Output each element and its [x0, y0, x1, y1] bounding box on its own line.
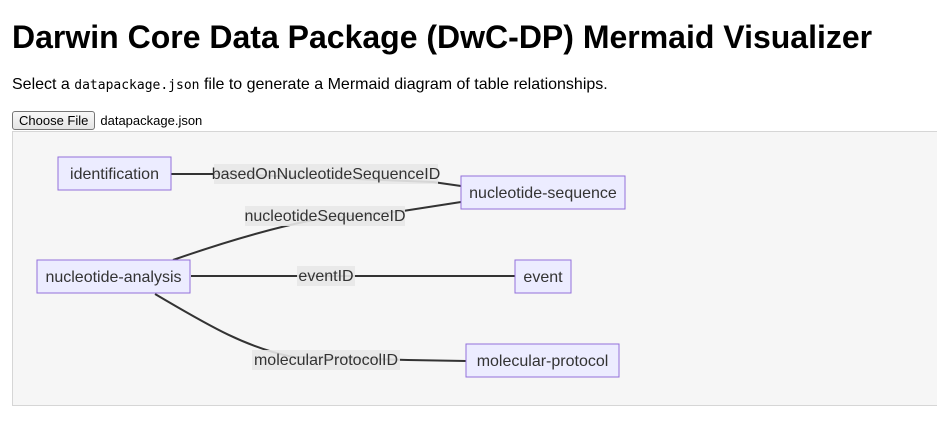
- edge-label-eventID: eventID: [297, 266, 355, 286]
- svg-text:basedOnNucleotideSequenceID: basedOnNucleotideSequenceID: [212, 166, 441, 183]
- svg-text:nucleotide-sequence: nucleotide-sequence: [469, 185, 617, 202]
- svg-text:nucleotide-analysis: nucleotide-analysis: [45, 269, 181, 286]
- intro-suffix: file to generate a Mermaid diagram of ta…: [199, 76, 608, 93]
- node-event: event: [514, 259, 572, 294]
- intro-text: Select a datapackage.json file to genera…: [12, 75, 608, 96]
- edge-label-basedOnNucleotideSequenceID: basedOnNucleotideSequenceID: [212, 164, 441, 184]
- node-identification: identification: [57, 156, 172, 191]
- file-input[interactable]: Choose File datapackage.json: [12, 111, 202, 130]
- intro-filename-code: datapackage.json: [74, 78, 200, 93]
- svg-text:nucleotideSequenceID: nucleotideSequenceID: [244, 208, 405, 225]
- node-molecular-protocol: molecular-protocol: [465, 343, 620, 378]
- svg-text:identification: identification: [70, 166, 159, 183]
- edge-label-nucleotideSequenceID: nucleotideSequenceID: [244, 206, 406, 226]
- node-nucleotide-sequence: nucleotide-sequence: [460, 175, 626, 210]
- svg-text:molecularProtocolID: molecularProtocolID: [254, 352, 398, 369]
- node-nucleotide-analysis: nucleotide-analysis: [36, 259, 191, 294]
- page-title: Darwin Core Data Package (DwC-DP) Mermai…: [12, 19, 873, 55]
- edge-label-molecularProtocolID: molecularProtocolID: [252, 350, 400, 370]
- intro-prefix: Select a: [12, 76, 75, 93]
- selected-file-name: datapackage.json: [100, 113, 203, 128]
- svg-text:event: event: [523, 269, 563, 286]
- svg-text:eventID: eventID: [298, 268, 353, 285]
- choose-file-button[interactable]: Choose File: [12, 111, 96, 130]
- mermaid-diagram: basedOnNucleotideSequenceID nucleotideSe…: [12, 131, 937, 406]
- diagram-svg: basedOnNucleotideSequenceID nucleotideSe…: [36, 156, 626, 378]
- svg-text:molecular-protocol: molecular-protocol: [477, 353, 609, 370]
